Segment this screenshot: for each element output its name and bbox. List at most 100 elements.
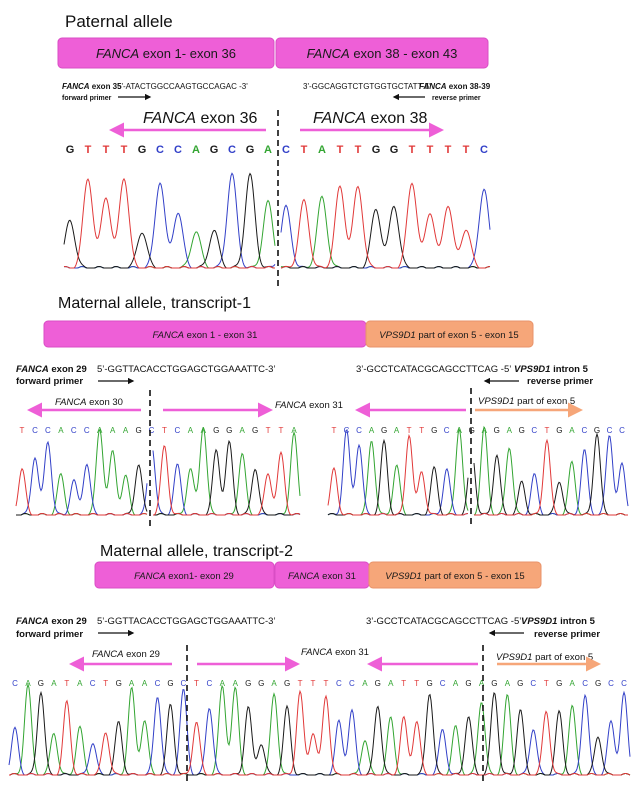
base-call: C: [32, 426, 38, 435]
base-call: A: [240, 426, 246, 435]
base-call: A: [569, 426, 575, 435]
base-call: C: [582, 679, 588, 688]
base-call: C: [607, 426, 613, 435]
exon-label: FANCA exon 30: [55, 397, 123, 408]
chromatogram: [8, 682, 631, 776]
reverse-primer-label: reverse primer: [534, 629, 600, 640]
base-call: G: [135, 426, 141, 435]
base-call: G: [167, 679, 173, 688]
bar-label: FANCA exon 1 - exon 31: [153, 330, 258, 341]
base-call: T: [279, 426, 284, 435]
base-call: T: [332, 426, 337, 435]
panel-title: Maternal allele, transcript-1: [58, 295, 251, 312]
reverse-primer-gene: VPS9D1 intron 5: [521, 616, 596, 627]
bar-label: VPS9D1 part of exon 5 - exon 15: [385, 571, 524, 582]
base-call: A: [482, 426, 488, 435]
trace-t: [63, 177, 491, 269]
base-call: C: [90, 679, 96, 688]
panel-title: Maternal allele, transcript-2: [100, 543, 293, 560]
forward-primer-label: forward primer: [16, 629, 83, 640]
base-call: A: [110, 426, 116, 435]
base-call: T: [64, 679, 69, 688]
base-call: T: [544, 426, 549, 435]
bar-label: FANCA exon1- exon 29: [134, 571, 234, 582]
forward-primer-gene: FANCA exon 29: [16, 364, 87, 375]
base-call: G: [494, 426, 500, 435]
base-call: G: [595, 679, 601, 688]
base-call: G: [594, 426, 600, 435]
forward-primer-label: forward primer: [16, 376, 83, 387]
exon-label: FANCA exon 36: [143, 110, 258, 127]
exon-label: FANCA exon 38: [313, 110, 428, 127]
panel-title: Paternal allele: [65, 12, 173, 31]
trace-t: [327, 433, 628, 516]
base-call: A: [271, 679, 277, 688]
base-call: G: [431, 426, 437, 435]
base-call: T: [194, 679, 199, 688]
base-call: C: [155, 679, 161, 688]
base-call: G: [375, 679, 381, 688]
base-call: G: [258, 679, 264, 688]
base-call: A: [570, 679, 576, 688]
base-call: G: [210, 144, 219, 156]
base-call: G: [426, 679, 432, 688]
reverse-primer-label: reverse primer: [527, 376, 593, 387]
base-call: A: [142, 679, 148, 688]
base-call: C: [282, 144, 290, 156]
panel-paternal: Paternal allele FANCA exon 1- exon 36 FA…: [57, 12, 491, 290]
base-call: G: [213, 426, 219, 435]
base-call: G: [465, 679, 471, 688]
base-call: G: [246, 144, 255, 156]
base-call: A: [479, 679, 485, 688]
base-call: G: [116, 679, 122, 688]
base-call: G: [245, 679, 251, 688]
base-call: A: [58, 426, 64, 435]
forward-primer-gene: FANCA exon 35: [62, 82, 122, 91]
base-call: T: [103, 144, 110, 156]
base-call: C: [530, 679, 536, 688]
base-call: C: [207, 679, 213, 688]
exon-label: FANCA exon 31: [275, 400, 343, 411]
base-call: T: [463, 144, 470, 156]
base-call: T: [445, 144, 452, 156]
base-call: A: [129, 679, 135, 688]
base-call: T: [20, 426, 25, 435]
reverse-primer-sequence: 3’-GCCTCATACGCAGCCTTCAG -5’: [366, 616, 521, 627]
base-call: C: [174, 144, 182, 156]
panel-maternal-transcript-1: Maternal allele, transcript-1 FANCA exon…: [15, 295, 629, 528]
reverse-primer-gene: FANCA exon 38-39: [419, 82, 491, 91]
reverse-primer-gene: VPS9D1 intron 5: [514, 364, 589, 375]
forward-primer-gene: FANCA exon 29: [16, 616, 87, 627]
base-call: G: [556, 679, 562, 688]
base-call: C: [84, 426, 90, 435]
base-call: C: [156, 144, 164, 156]
base-call: C: [356, 426, 362, 435]
base-call: C: [149, 426, 155, 435]
base-call: A: [453, 679, 459, 688]
vps9d1-exon-bar: [368, 561, 542, 589]
base-call: G: [38, 679, 44, 688]
trace-c: [8, 689, 631, 776]
base-call: G: [381, 426, 387, 435]
exon-label: VPS9D1 part of exon 5: [478, 396, 575, 407]
base-call: A: [291, 426, 297, 435]
base-call: T: [266, 426, 271, 435]
base-call: A: [220, 679, 226, 688]
base-call: C: [608, 679, 614, 688]
base-call: T: [544, 679, 549, 688]
base-call: A: [233, 679, 239, 688]
base-call: C: [480, 144, 488, 156]
trace-c: [63, 172, 491, 269]
base-call: C: [619, 426, 625, 435]
forward-primer-sequence: 5’-GGTTACACCTGGAGCTGGAAATTC-3’: [97, 616, 276, 627]
fanca-exon-bar: [94, 561, 275, 589]
sequence-row: TCCACCAAAGCTCAAGGAGTTATCCAGATTGCAGAGAGCT…: [20, 426, 626, 435]
base-call: C: [181, 679, 187, 688]
base-call: T: [414, 679, 419, 688]
base-call: A: [505, 679, 511, 688]
base-call: A: [394, 426, 400, 435]
reverse-primer-sequence: 3’-GCCTCATACGCAGCCTTCAG -5’: [356, 364, 511, 375]
